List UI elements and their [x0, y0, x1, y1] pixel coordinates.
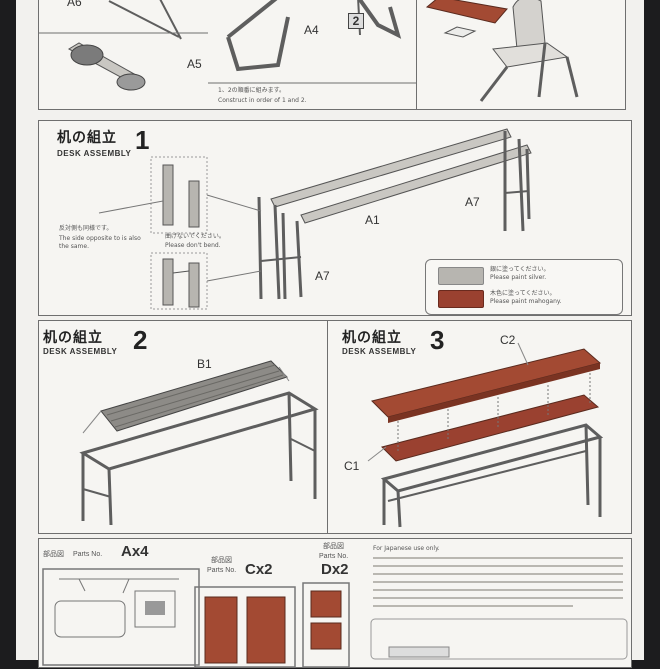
step3-label-c1: C1: [344, 459, 360, 473]
note-text-line-1: [373, 557, 623, 559]
step1-title-jp: 机の組立: [57, 130, 117, 146]
step-marker-box: 2: [348, 13, 364, 29]
step3-title-en: DESK ASSEMBLY: [342, 347, 417, 356]
order-note-en: Construct in order of 1 and 2.: [218, 97, 307, 104]
parts-a-label-en: Parts No.: [73, 551, 103, 558]
paint-legend-1-en: Please paint mahogany.: [490, 298, 562, 305]
paint-swatch-silver: [438, 267, 484, 285]
parts-c-label-jp: 部品図: [211, 557, 232, 564]
parts-d-label-en: Parts No.: [319, 553, 349, 560]
note-text-line-4: [373, 581, 623, 583]
part-a6-a5-drawing: [39, 0, 229, 91]
parts-a-count: Ax4: [121, 543, 149, 560]
step3-drawing: [367, 342, 604, 528]
step3-label-c2: C2: [500, 333, 516, 347]
step2-number: 2: [133, 325, 148, 355]
step3-number: 3: [430, 325, 445, 355]
parts-d-count: Dx2: [321, 561, 349, 578]
step1-note-center-en: Please don't bend.: [165, 242, 221, 249]
instruction-sheet: A6 A5 A4 2 1、2の順番に組みます。 Construct in ord…: [16, 0, 644, 668]
top-left-panel: A6 A5: [38, 0, 229, 110]
top-right-panel: [416, 0, 626, 110]
label-a5: A5: [187, 57, 202, 71]
parts-c-label-en: Parts No.: [207, 567, 237, 574]
parts-panel: 部品図 Parts No. Ax4 部品図 Parts No. Cx2 部品図 …: [38, 538, 632, 668]
step2-title-jp: 机の組立: [43, 330, 103, 346]
step3-panel: 机の組立 DESK ASSEMBLY 3 C2 C1: [328, 320, 632, 534]
step2-title-en: DESK ASSEMBLY: [43, 347, 118, 356]
paint-legend-0-en: Please paint silver.: [490, 274, 547, 281]
step3-title-jp: 机の組立: [342, 330, 402, 346]
paint-swatch-mahogany: [438, 290, 484, 308]
note-text-line-2: [373, 565, 623, 567]
parts-a-label-jp: 部品図: [43, 551, 64, 558]
step1-title-en: DESK ASSEMBLY: [57, 149, 132, 158]
step1-note-center-jp: 曲げないでください。: [165, 233, 225, 240]
paint-legend-1-jp: 木色に塗ってください。: [490, 290, 556, 297]
note-text-line-3: [373, 573, 623, 575]
step1-note-left-jp: 反対側も同様です。: [59, 225, 113, 232]
step2-panel: 机の組立 DESK ASSEMBLY 2 B1: [38, 320, 328, 534]
note-text-line-5: [373, 589, 623, 591]
step1-drawing: [98, 128, 532, 310]
top-center-panel: A4 2 1、2の順番に組みます。 Construct in order of …: [208, 0, 418, 110]
order-note-jp: 1、2の順番に組みます。: [218, 87, 286, 94]
step1-label-a7-top: A7: [465, 195, 480, 209]
parts-d-label-jp: 部品図: [323, 543, 344, 550]
customer-note-en: For Japanese use only.: [373, 545, 440, 552]
step2-drawing: [79, 360, 319, 526]
step2-label-b1: B1: [197, 357, 212, 371]
note-text-line-7: [373, 605, 573, 607]
chair-drawing: [425, 0, 579, 102]
paint-legend-0-jp: 銀に塗ってください。: [490, 266, 550, 273]
label-a6: A6: [67, 0, 82, 9]
step1-note-left-en: The side opposite to is also the same.: [59, 235, 141, 250]
paint-legend: 銀に塗ってください。 Please paint silver. 木色に塗ってくだ…: [425, 259, 623, 315]
step1-panel: 机の組立 DESK ASSEMBLY 1 A1 A: [38, 120, 632, 316]
step1-number: 1: [135, 125, 150, 155]
note-text-line-6: [373, 597, 623, 599]
label-a4: A4: [304, 23, 319, 37]
step1-label-a7-bottom: A7: [315, 269, 330, 283]
step1-label-a1: A1: [365, 213, 380, 227]
parts-c-count: Cx2: [245, 561, 273, 578]
